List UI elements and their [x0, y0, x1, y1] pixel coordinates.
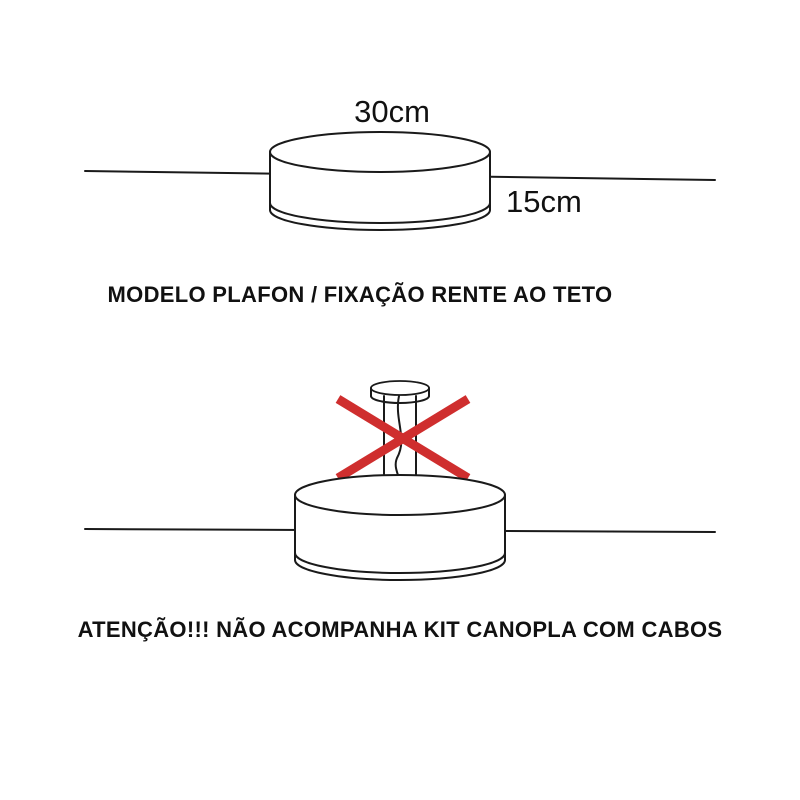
canopy-top	[370, 380, 430, 396]
canopy	[370, 380, 430, 404]
drum-shade-bottom	[294, 474, 506, 581]
canopy-bottom-rim	[370, 395, 430, 404]
drum-bottom-rim-bottom-figure	[294, 552, 506, 574]
bottom-figure: ATENÇÃO!!! NÃO ACOMPANHA KIT CANOPLA COM…	[78, 380, 723, 642]
top-figure-caption: MODELO PLAFON / FIXAÇÃO RENTE AO TETO	[108, 282, 613, 307]
drum-top-rim-bottom-figure	[294, 494, 506, 516]
top-figure: 30cm 15cm MODELO PLAFON / FIXAÇÃO RENTE …	[84, 94, 716, 307]
drum-shade-top	[269, 131, 491, 231]
bottom-figure-caption: ATENÇÃO!!! NÃO ACOMPANHA KIT CANOPLA COM…	[78, 617, 723, 642]
height-dimension-label: 15cm	[506, 184, 582, 219]
cross-stroke-2	[335, 395, 471, 482]
drum-top-rim	[269, 151, 491, 173]
drum-bottom-rim	[269, 202, 491, 224]
not-included-cross-icon	[335, 395, 471, 482]
width-dimension-label: 30cm	[354, 94, 430, 129]
